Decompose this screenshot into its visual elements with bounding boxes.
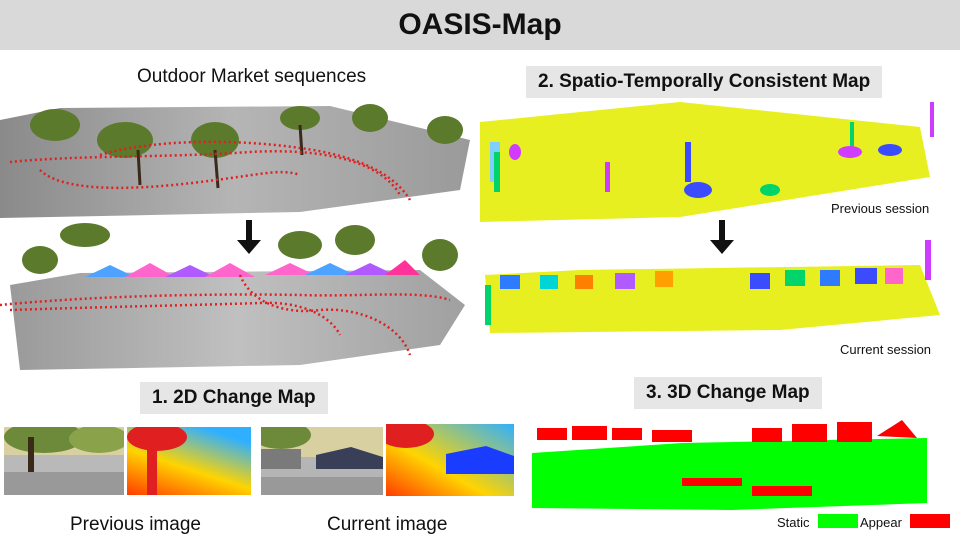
- previous-session-label: Previous session: [831, 201, 930, 216]
- current-image-label: Current image: [327, 514, 448, 535]
- previous-sequence-pointcloud: [0, 104, 470, 218]
- section3-title: 3. 3D Change Map: [634, 377, 822, 409]
- outdoor-market-heading: Outdoor Market sequences: [137, 66, 367, 87]
- legend-appear-label: Appear: [860, 515, 902, 530]
- change-legend: Static Appear: [777, 513, 957, 531]
- section1-title: 1. 2D Change Map: [140, 382, 328, 414]
- current-image-photo: [261, 427, 383, 495]
- legend-static-label: Static: [777, 515, 810, 530]
- legend-static-swatch: [818, 514, 858, 528]
- header-bar: OASIS-Map: [0, 0, 960, 50]
- arrow-down-icon: [237, 220, 261, 254]
- current-session-map: [485, 240, 940, 333]
- current-sequence-pointcloud: [0, 223, 465, 370]
- section2-title: 2. Spatio-Temporally Consistent Map: [526, 66, 883, 98]
- current-session-label: Current session: [840, 342, 932, 357]
- 3d-change-map: [532, 420, 927, 510]
- legend-appear-swatch: [910, 514, 950, 528]
- current-image-depth-map: [386, 424, 514, 496]
- previous-image-label: Previous image: [70, 514, 201, 535]
- previous-image-photo: [4, 427, 124, 495]
- previous-session-map: [480, 102, 934, 222]
- previous-image-depth-map: [127, 427, 251, 495]
- page-title: OASIS-Map: [398, 8, 562, 41]
- arrow-down-icon: [710, 220, 734, 254]
